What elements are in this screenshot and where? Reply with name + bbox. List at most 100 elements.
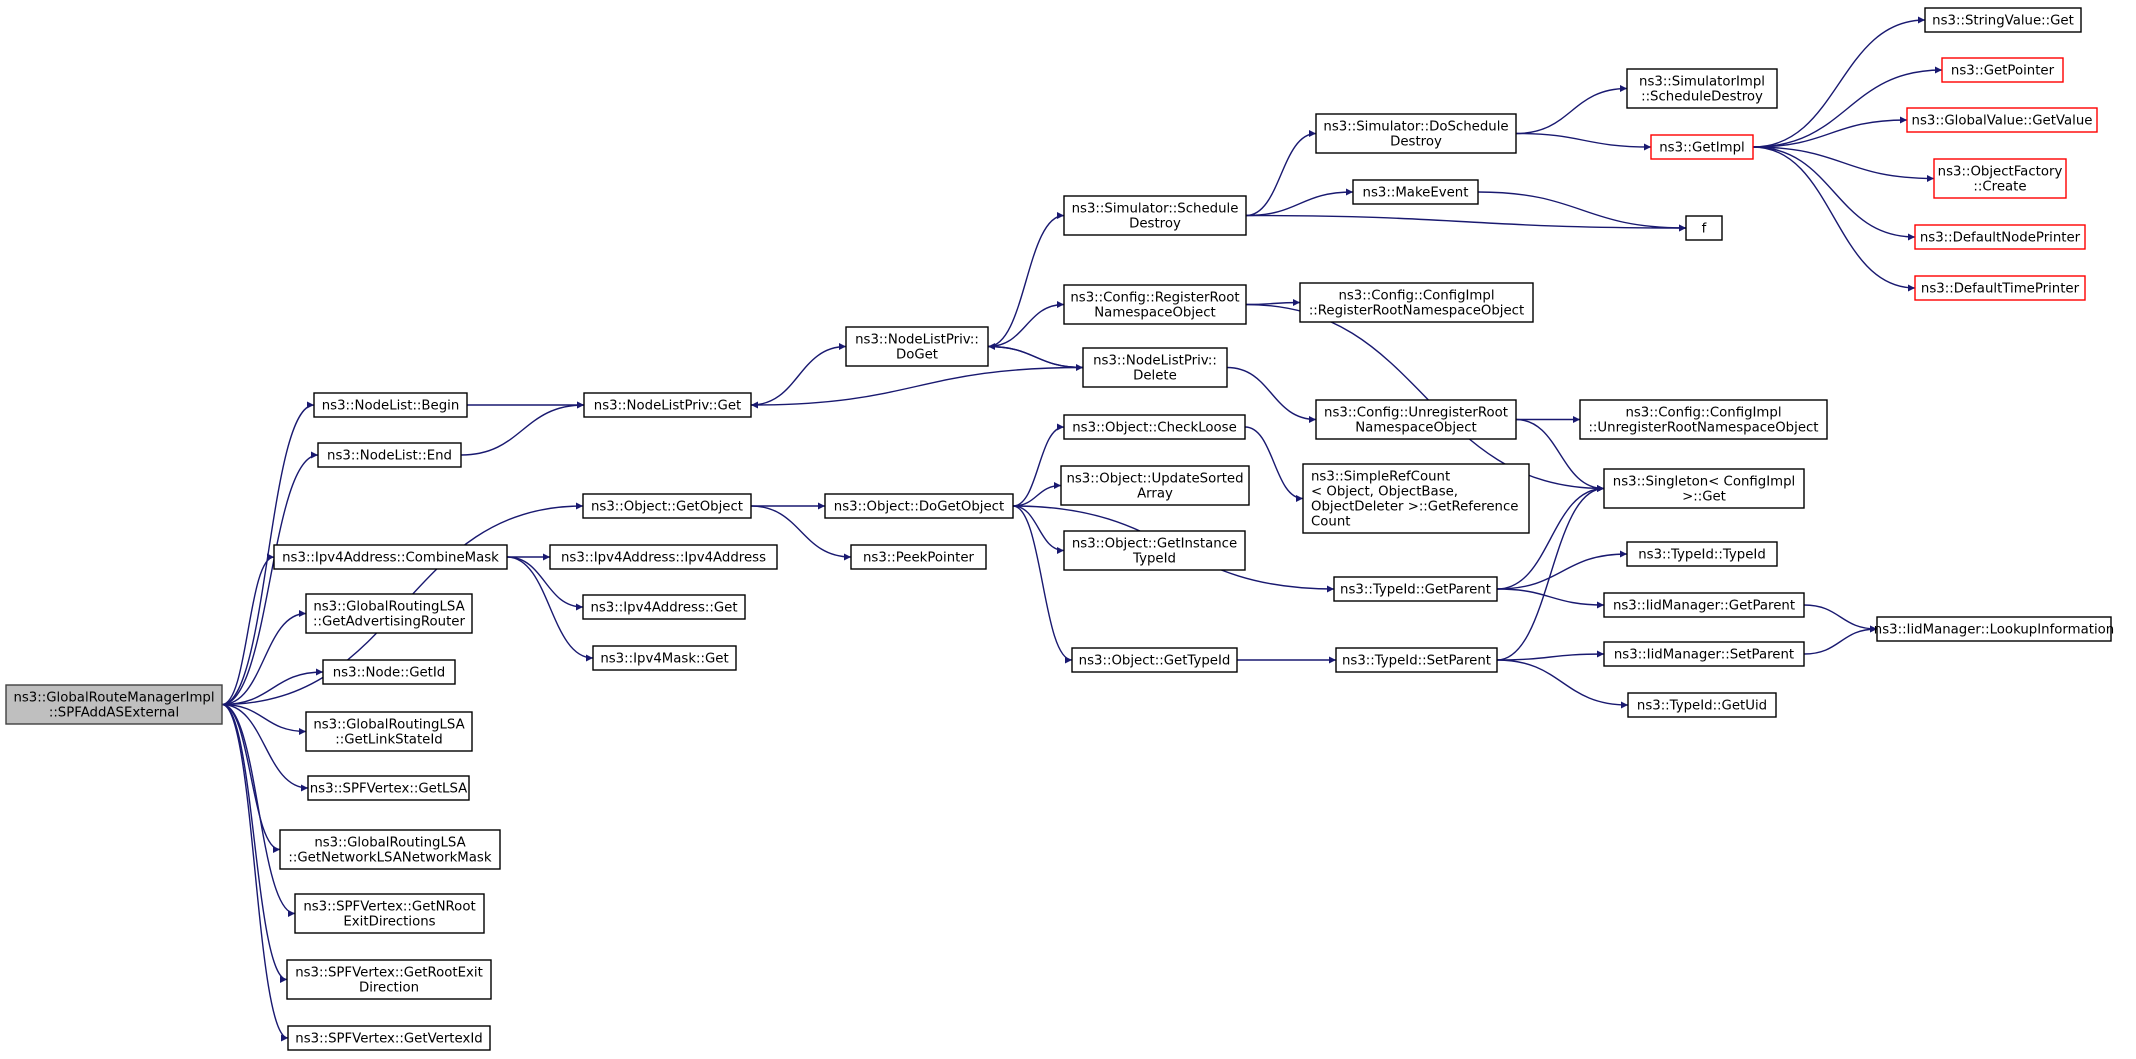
node-label: Count	[1311, 515, 1351, 530]
node-simplerefcount[interactable]: ns3::SimpleRefCount< Object, ObjectBase,…	[1302, 463, 1530, 534]
node-simimpl_scheddestroy[interactable]: ns3::SimulatorImpl::ScheduleDestroy	[1626, 68, 1778, 109]
node-box	[307, 775, 470, 801]
node-label: ns3::Object::GetInstance	[1072, 537, 1237, 552]
edge-obj_getobject-to-peekpointer	[750, 505, 852, 561]
node-box	[294, 893, 485, 934]
node-label: ns3::Config::RegisterRoot	[1070, 291, 1239, 306]
node-obj_gettypeid[interactable]: ns3::Object::GetTypeId	[1071, 647, 1238, 673]
node-obj_getobject[interactable]: ns3::Object::GetObject	[582, 493, 752, 519]
edge-nl_end-to-nlp_get	[460, 401, 585, 456]
node-label: >::Get	[1682, 490, 1726, 505]
edge-root-to-grlsa_getlinkstateid	[221, 703, 307, 735]
node-globalvalue_getvalue[interactable]: ns3::GlobalValue::GetValue	[1906, 107, 2098, 133]
node-defaulttimeprinter[interactable]: ns3::DefaultTimePrinter	[1914, 275, 2086, 301]
node-box	[850, 544, 987, 570]
node-getpointer[interactable]: ns3::GetPointer	[1941, 57, 2064, 83]
node-f[interactable]: f	[1685, 215, 1723, 241]
edge-typeid_getparent-to-iid_getparent	[1496, 588, 1605, 609]
node-label: ns3::DefaultNodePrinter	[1920, 231, 2081, 246]
edge-getimpl-to-defaulttimeprinter	[1752, 146, 1916, 292]
node-box	[286, 959, 492, 1000]
node-label: ns3::Object::GetTypeId	[1079, 654, 1231, 669]
node-label: ns3::MakeEvent	[1363, 186, 1469, 201]
node-label: ns3::NodeList::End	[327, 449, 452, 464]
node-typeid_getuid[interactable]: ns3::TypeId::GetUid	[1627, 692, 1777, 718]
edge-root-to-nl_end	[221, 451, 319, 706]
node-grlsa_getadvrouter[interactable]: ns3::GlobalRoutingLSA::GetAdvertisingRou…	[305, 593, 473, 634]
node-iid_setparent[interactable]: ns3::IidManager::SetParent	[1603, 641, 1805, 667]
node-singleton_get[interactable]: ns3::Singleton< ConfigImpl>::Get	[1603, 468, 1805, 509]
node-label: ns3::TypeId::GetParent	[1340, 583, 1491, 598]
node-iid_lookupinfo[interactable]: ns3::IidManager::LookupInformation	[1874, 616, 2114, 642]
node-box	[1603, 592, 1805, 618]
node-grlsa_getlinkstateid[interactable]: ns3::GlobalRoutingLSA::GetLinkStateId	[305, 711, 473, 752]
edge-cfg_unregisterroot-to-singleton_get	[1515, 418, 1605, 492]
node-getimpl[interactable]: ns3::GetImpl	[1650, 134, 1754, 160]
edge-root-to-ipv4_combinemask	[221, 553, 275, 706]
node-box	[317, 442, 462, 468]
node-ipv4_get[interactable]: ns3::Ipv4Address::Get	[582, 594, 746, 620]
node-box	[1914, 224, 2086, 250]
node-typeid_typeid[interactable]: ns3::TypeId::TypeId	[1626, 541, 1778, 567]
node-typeid_setparent[interactable]: ns3::TypeId::SetParent	[1335, 647, 1498, 673]
node-nlp_delete[interactable]: ns3::NodeListPriv::Delete	[1082, 347, 1228, 388]
node-ipv4_combinemask[interactable]: ns3::Ipv4Address::CombineMask	[273, 544, 508, 570]
node-box	[313, 392, 468, 418]
node-label: ns3::Config::ConfigImpl	[1625, 406, 1781, 421]
node-cfg_unregisterroot[interactable]: ns3::Config::UnregisterRootNamespaceObje…	[1315, 399, 1517, 440]
node-typeid_getparent[interactable]: ns3::TypeId::GetParent	[1333, 576, 1498, 602]
node-box	[1626, 541, 1778, 567]
node-ipv4mask_get[interactable]: ns3::Ipv4Mask::Get	[592, 645, 737, 671]
node-nl_begin[interactable]: ns3::NodeList::Begin	[313, 392, 468, 418]
node-stringvalue_get[interactable]: ns3::StringValue::Get	[1924, 7, 2082, 33]
node-label: DoGet	[896, 348, 938, 363]
node-label: ns3::NodeListPriv::	[855, 333, 979, 348]
node-box	[1933, 158, 2067, 199]
edge-typeid_setparent-to-typeid_getuid	[1496, 659, 1629, 709]
node-label: ns3::SPFVertex::GetNRoot	[303, 900, 475, 915]
node-sim_scheddestroy[interactable]: ns3::Simulator::ScheduleDestroy	[1063, 195, 1247, 236]
node-iid_getparent[interactable]: ns3::IidManager::GetParent	[1603, 592, 1805, 618]
edge-typeid_setparent-to-singleton_get	[1496, 485, 1605, 661]
node-box	[845, 326, 989, 367]
node-obj_checkloose[interactable]: ns3::Object::CheckLoose	[1063, 414, 1246, 440]
node-node_getid[interactable]: ns3::Node::GetId	[322, 659, 456, 685]
edge-nlp_delete-to-cfg_unregisterroot	[1226, 366, 1317, 423]
node-box	[1603, 641, 1805, 667]
node-nlp_get[interactable]: ns3::NodeListPriv::Get	[583, 392, 752, 418]
node-nl_end[interactable]: ns3::NodeList::End	[317, 442, 462, 468]
node-label: ns3::NodeListPriv::	[1093, 354, 1217, 369]
node-box	[1063, 530, 1246, 571]
node-root[interactable]: ns3::GlobalRouteManagerImpl::SPFAddASExt…	[5, 684, 223, 725]
node-label: ns3::IidManager::GetParent	[1613, 599, 1795, 614]
node-label: ns3::PeekPointer	[863, 551, 975, 566]
node-cfgimpl_unregisterroot[interactable]: ns3::Config::ConfigImpl::UnregisterRootN…	[1579, 399, 1828, 440]
node-label: ns3::Ipv4Address::CombineMask	[282, 551, 499, 566]
node-obj_dogetobject[interactable]: ns3::Object::DoGetObject	[824, 493, 1014, 519]
node-box	[322, 659, 456, 685]
node-spfv_getlsa[interactable]: ns3::SPFVertex::GetLSA	[307, 775, 470, 801]
node-label: ns3::StringValue::Get	[1932, 14, 2074, 29]
node-label: ns3::GlobalRoutingLSA	[314, 836, 465, 851]
node-makeevent[interactable]: ns3::MakeEvent	[1352, 179, 1479, 205]
node-nlp_doget[interactable]: ns3::NodeListPriv::DoGet	[845, 326, 989, 367]
node-defaultnodeprinter[interactable]: ns3::DefaultNodePrinter	[1914, 224, 2086, 250]
node-label: ns3::TypeId::TypeId	[1638, 548, 1766, 563]
node-cfg_registerroot[interactable]: ns3::Config::RegisterRootNamespaceObject	[1063, 284, 1247, 325]
node-objectfactory_create[interactable]: ns3::ObjectFactory::Create	[1933, 158, 2067, 199]
node-label: ns3::Object::GetObject	[591, 500, 743, 515]
node-spfv_getvertexid[interactable]: ns3::SPFVertex::GetVertexId	[287, 1025, 491, 1051]
node-cfgimpl_registerroot[interactable]: ns3::Config::ConfigImpl::RegisterRootNam…	[1299, 282, 1534, 323]
node-box	[1315, 113, 1517, 154]
node-ipv4_ipv4address[interactable]: ns3::Ipv4Address::Ipv4Address	[549, 544, 778, 570]
node-grlsa_getnetmask[interactable]: ns3::GlobalRoutingLSA::GetNetworkLSANetw…	[279, 829, 501, 870]
node-box	[1299, 282, 1534, 323]
node-peekpointer[interactable]: ns3::PeekPointer	[850, 544, 987, 570]
edges	[221, 16, 1943, 1042]
